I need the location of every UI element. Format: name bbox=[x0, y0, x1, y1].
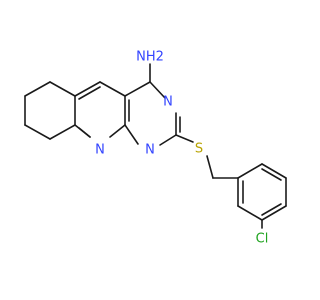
bond bbox=[261, 168, 282, 181]
bond bbox=[149, 81, 166, 99]
amine-label: NH2 bbox=[136, 50, 164, 65]
bond bbox=[109, 124, 126, 138]
ring-nitrogen-upper: N bbox=[163, 95, 173, 110]
molecule-structure: NH2 N N N S Cl bbox=[24, 50, 287, 247]
bond bbox=[175, 134, 194, 143]
bond bbox=[78, 86, 101, 100]
bond bbox=[74, 81, 101, 97]
bond bbox=[261, 205, 287, 221]
bond bbox=[99, 81, 126, 97]
bond bbox=[24, 124, 51, 140]
bond-layer bbox=[24, 63, 287, 229]
bond bbox=[206, 155, 214, 179]
bond bbox=[237, 163, 263, 179]
bond bbox=[24, 81, 51, 97]
bond bbox=[49, 124, 76, 140]
bond bbox=[78, 127, 91, 138]
chlorine-label: Cl bbox=[256, 232, 269, 247]
bond bbox=[159, 134, 177, 146]
ring-nitrogen-lower: N bbox=[145, 143, 155, 158]
pyridine-nitrogen: N bbox=[95, 143, 105, 158]
bond bbox=[49, 81, 76, 97]
atom-label-layer: NH2 N N N S Cl bbox=[95, 50, 268, 247]
bond bbox=[237, 205, 263, 221]
bond bbox=[261, 163, 287, 179]
bond bbox=[261, 203, 282, 216]
sulfur-label: S bbox=[195, 142, 203, 157]
bond bbox=[124, 124, 139, 145]
bond bbox=[124, 81, 151, 97]
